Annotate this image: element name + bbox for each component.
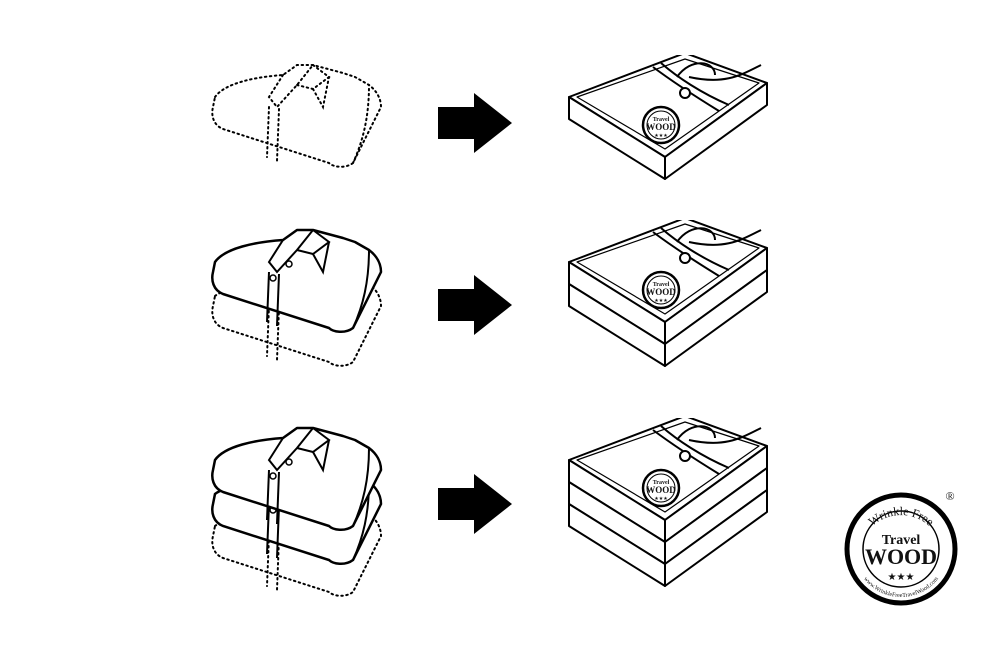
box-stamp-stars: ★★★: [654, 496, 668, 502]
wood-box-stack: Travel WOOD ★★★: [568, 55, 768, 180]
folded-shirt-icon: [211, 64, 383, 168]
box-stamp-line1: Travel: [653, 282, 670, 288]
box-stamp-line2: WOOD: [646, 485, 676, 495]
box-stamp-stars: ★★★: [654, 298, 668, 304]
folded-shirt-stack-icon: [211, 228, 383, 367]
logo-line2: WOOD: [865, 544, 937, 569]
box-stamp-line2: WOOD: [646, 287, 676, 297]
logo-stars: ★★★: [888, 572, 915, 583]
box-stamp: Travel WOOD ★★★: [641, 270, 681, 310]
registered-mark: ®: [945, 489, 954, 503]
row-1: Travel WOOD ★★★: [0, 55, 1001, 255]
wood-box-stack: Travel WOOD ★★★: [568, 418, 768, 587]
row-3: Travel WOOD ★★★: [0, 418, 1001, 618]
right-arrow-icon: [438, 474, 512, 534]
box-stamp-stars: ★★★: [654, 133, 668, 139]
box-stamp: Travel WOOD ★★★: [641, 105, 681, 145]
row-2: Travel WOOD ★★★: [0, 220, 1001, 420]
box-stamp-line1: Travel: [653, 480, 670, 486]
travel-wood-logo: Wrinkle Free Travel WOOD ★★★ www.Wrinkle…: [844, 489, 958, 606]
box-stamp-line1: Travel: [653, 117, 670, 123]
folded-shirt-stack-icon: [211, 426, 383, 597]
right-arrow-icon: [438, 93, 512, 153]
wood-box-stack: Travel WOOD ★★★: [568, 220, 768, 367]
logo-line1: Travel: [882, 533, 921, 548]
right-arrow-icon: [438, 275, 512, 335]
box-stamp: Travel WOOD ★★★: [641, 468, 681, 508]
box-stamp-line2: WOOD: [646, 122, 676, 132]
